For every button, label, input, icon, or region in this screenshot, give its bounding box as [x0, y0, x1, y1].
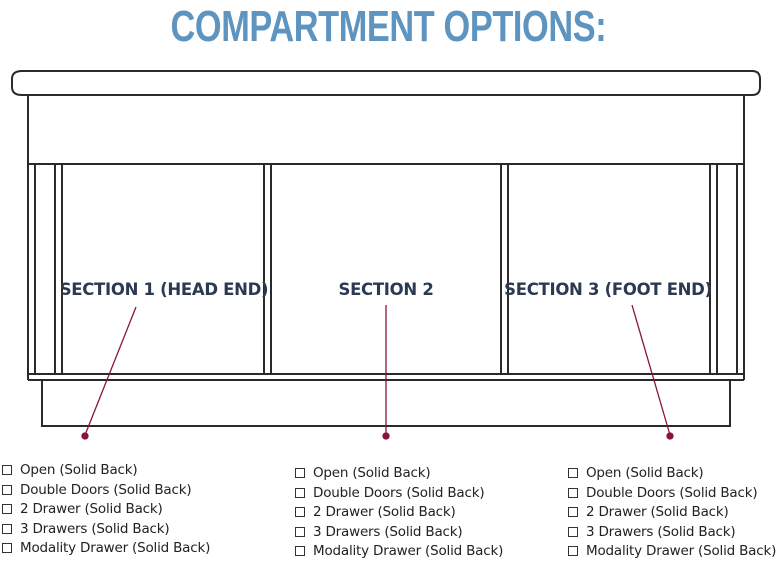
checkbox[interactable]	[2, 543, 12, 554]
checkbox[interactable]	[568, 546, 578, 557]
option-item[interactable]: 2 Drawer (Solid Back)	[568, 503, 776, 523]
option-item[interactable]: Modality Drawer (Solid Back)	[2, 539, 210, 559]
section-2-options: Open (Solid Back) Double Doors (Solid Ba…	[295, 464, 503, 562]
option-label: 3 Drawers (Solid Back)	[586, 523, 736, 540]
checkbox[interactable]	[295, 468, 305, 478]
checkbox[interactable]	[295, 546, 305, 557]
checkbox[interactable]	[295, 487, 305, 498]
option-item[interactable]: 3 Drawers (Solid Back)	[2, 520, 210, 540]
page-title: COMPARTMENT OPTIONS:	[170, 2, 607, 51]
leader-dot-2	[382, 432, 390, 440]
checkbox[interactable]	[568, 487, 578, 498]
countertop	[11, 70, 761, 96]
option-label: 2 Drawer (Solid Back)	[313, 504, 456, 521]
option-label: Modality Drawer (Solid Back)	[313, 543, 504, 560]
option-item[interactable]: Double Doors (Solid Back)	[295, 484, 503, 504]
option-item[interactable]: Double Doors (Solid Back)	[568, 484, 776, 504]
option-item[interactable]: 2 Drawer (Solid Back)	[295, 503, 503, 523]
option-label: 3 Drawers (Solid Back)	[313, 523, 463, 540]
option-label: Modality Drawer (Solid Back)	[586, 543, 777, 560]
option-item[interactable]: 3 Drawers (Solid Back)	[568, 523, 776, 543]
option-item[interactable]: Open (Solid Back)	[568, 464, 776, 484]
checkbox[interactable]	[2, 465, 12, 475]
upper-panel	[27, 94, 745, 165]
option-label: 2 Drawer (Solid Back)	[20, 501, 163, 518]
checkbox[interactable]	[2, 484, 12, 495]
option-label: Open (Solid Back)	[20, 462, 138, 478]
checkbox[interactable]	[568, 507, 578, 518]
checkbox[interactable]	[568, 526, 578, 537]
option-item[interactable]: 2 Drawer (Solid Back)	[2, 500, 210, 520]
checkbox[interactable]	[295, 507, 305, 518]
option-item[interactable]: 3 Drawers (Solid Back)	[295, 523, 503, 543]
leader-line-3	[631, 304, 671, 436]
leader-dot-3	[666, 432, 674, 440]
option-item[interactable]: Open (Solid Back)	[2, 461, 210, 481]
option-label: Open (Solid Back)	[586, 465, 704, 481]
option-label: 3 Drawers (Solid Back)	[20, 520, 170, 537]
section-3-options: Open (Solid Back) Double Doors (Solid Ba…	[568, 464, 776, 562]
option-label: Double Doors (Solid Back)	[20, 481, 192, 498]
option-label: 2 Drawer (Solid Back)	[586, 504, 729, 521]
checkbox[interactable]	[295, 526, 305, 537]
leader-line-1	[84, 306, 137, 436]
section-1-options: Open (Solid Back) Double Doors (Solid Ba…	[2, 461, 210, 559]
option-item[interactable]: Modality Drawer (Solid Back)	[295, 542, 503, 562]
section-3-label: SECTION 3 (FOOT END)	[504, 280, 712, 299]
option-label: Modality Drawer (Solid Back)	[20, 540, 211, 557]
option-label: Open (Solid Back)	[313, 465, 431, 481]
option-label: Double Doors (Solid Back)	[586, 484, 758, 501]
option-item[interactable]: Open (Solid Back)	[295, 464, 503, 484]
option-label: Double Doors (Solid Back)	[313, 484, 485, 501]
section-1-label: SECTION 1 (HEAD END)	[59, 280, 269, 299]
option-item[interactable]: Modality Drawer (Solid Back)	[568, 542, 776, 562]
checkbox[interactable]	[2, 504, 12, 515]
leader-dot-1	[81, 432, 89, 440]
checkbox[interactable]	[568, 468, 578, 478]
section-2-label: SECTION 2	[338, 280, 434, 299]
option-item[interactable]: Double Doors (Solid Back)	[2, 481, 210, 501]
checkbox[interactable]	[2, 523, 12, 534]
